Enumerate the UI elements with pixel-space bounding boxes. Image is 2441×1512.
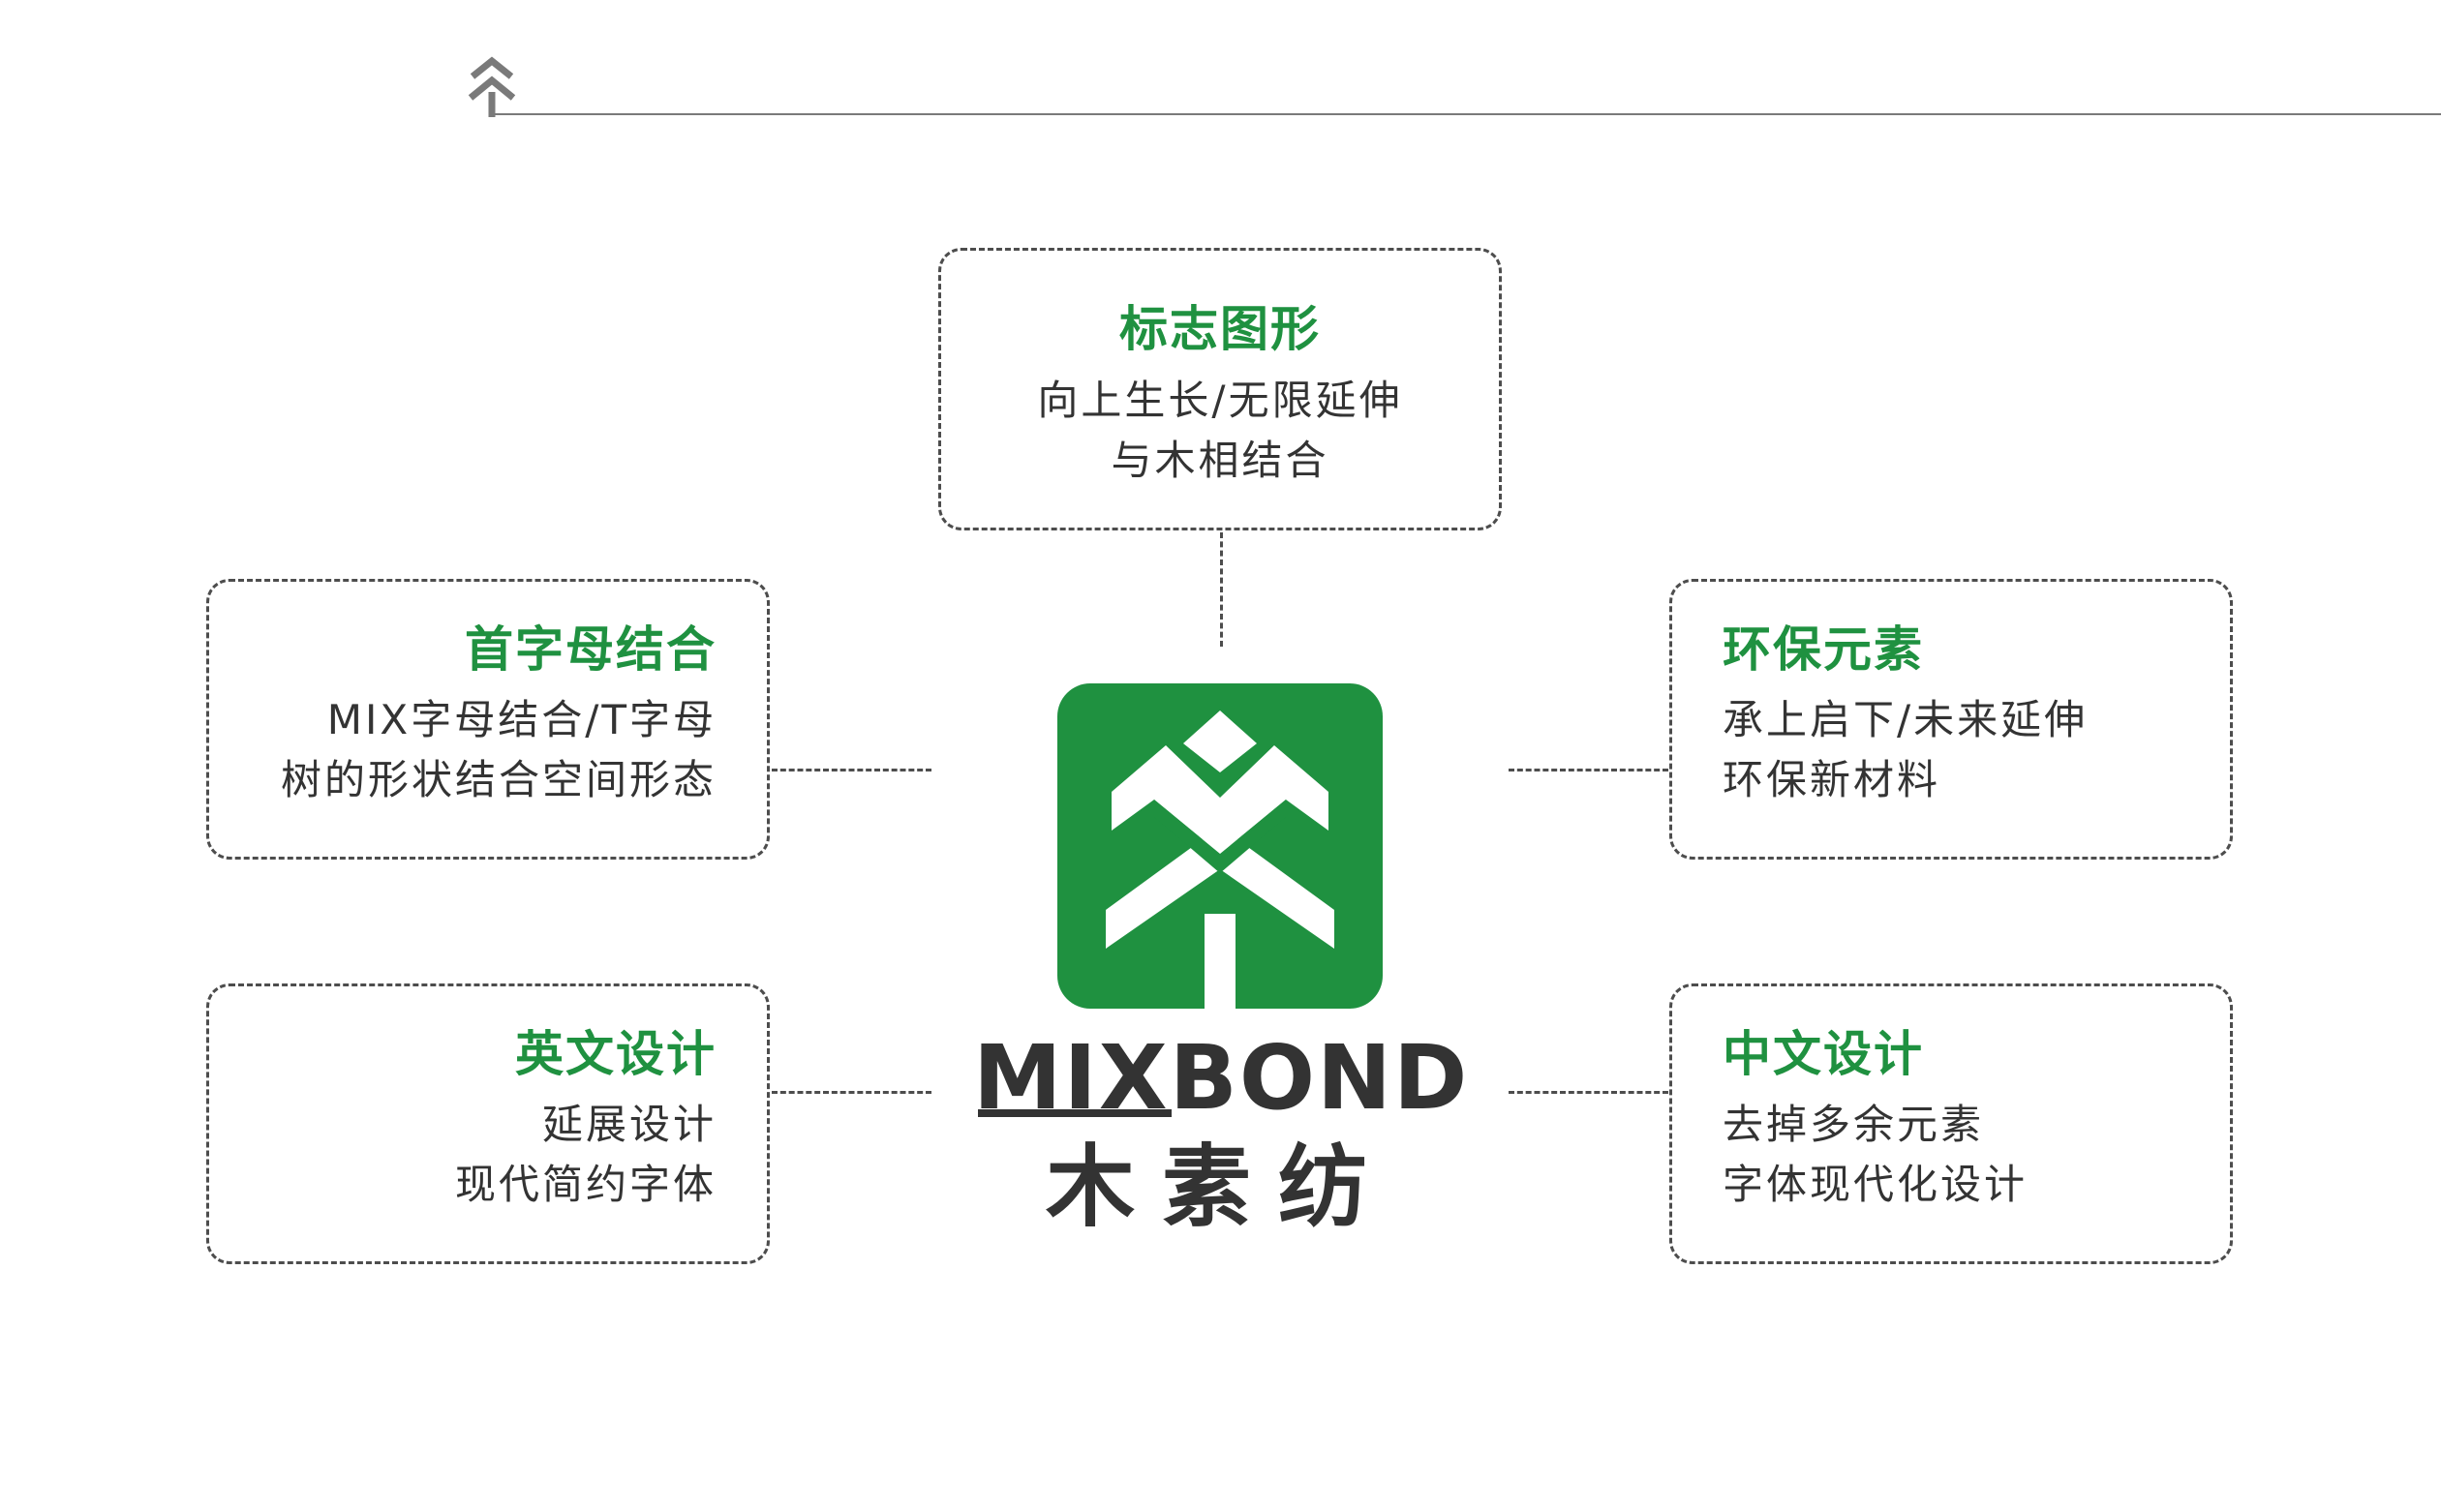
brand-logo	[1057, 683, 1383, 1009]
box-line: 向上生长/无限延伸	[1037, 377, 1403, 424]
box-line: 字体现代化设计	[1723, 1161, 2029, 1208]
box-title: 环保元素	[1723, 621, 1924, 678]
box-title: 标志图形	[1119, 301, 1321, 357]
box-title: 英文设计	[515, 1026, 717, 1082]
box-line: MIX字母结合/T字母	[326, 696, 717, 743]
box-title: 首字母结合	[465, 621, 717, 678]
box-line: 承上启下/未来延伸	[1723, 696, 2089, 743]
brand-underline	[978, 1109, 1172, 1117]
connector-top	[1220, 532, 1223, 647]
tree-logo-icon	[1057, 683, 1383, 1009]
connector-left-bottom	[772, 1091, 931, 1094]
box-line: 与木相结合	[1111, 437, 1329, 484]
header-divider	[492, 113, 2441, 115]
box-initials: 首字母结合 MIX字母结合/T字母 树的形状结合空间形态	[206, 579, 770, 860]
box-line: 树的形状结合空间形态	[280, 756, 717, 803]
connector-right-top	[1509, 769, 1668, 771]
box-line: 现代简约字体	[454, 1161, 717, 1208]
connector-right-bottom	[1509, 1091, 1668, 1094]
box-title: 中文设计	[1723, 1026, 1924, 1082]
box-logo-graphic: 标志图形 向上生长/无限延伸 与木相结合	[938, 248, 1502, 530]
box-line: 延展设计	[541, 1101, 717, 1148]
box-line: 环保新材料	[1723, 756, 1941, 803]
box-eco: 环保元素 承上启下/未来延伸 环保新材料	[1669, 579, 2233, 860]
box-line: 去掉多余元素	[1723, 1101, 1985, 1148]
box-english-design: 英文设计 延展设计 现代简约字体	[206, 983, 770, 1264]
connector-left-top	[772, 769, 931, 771]
box-chinese-design: 中文设计 去掉多余元素 字体现代化设计	[1669, 983, 2233, 1264]
brand-name-cn: 木素纺	[1045, 1135, 1394, 1239]
tree-logo-icon	[468, 56, 516, 117]
